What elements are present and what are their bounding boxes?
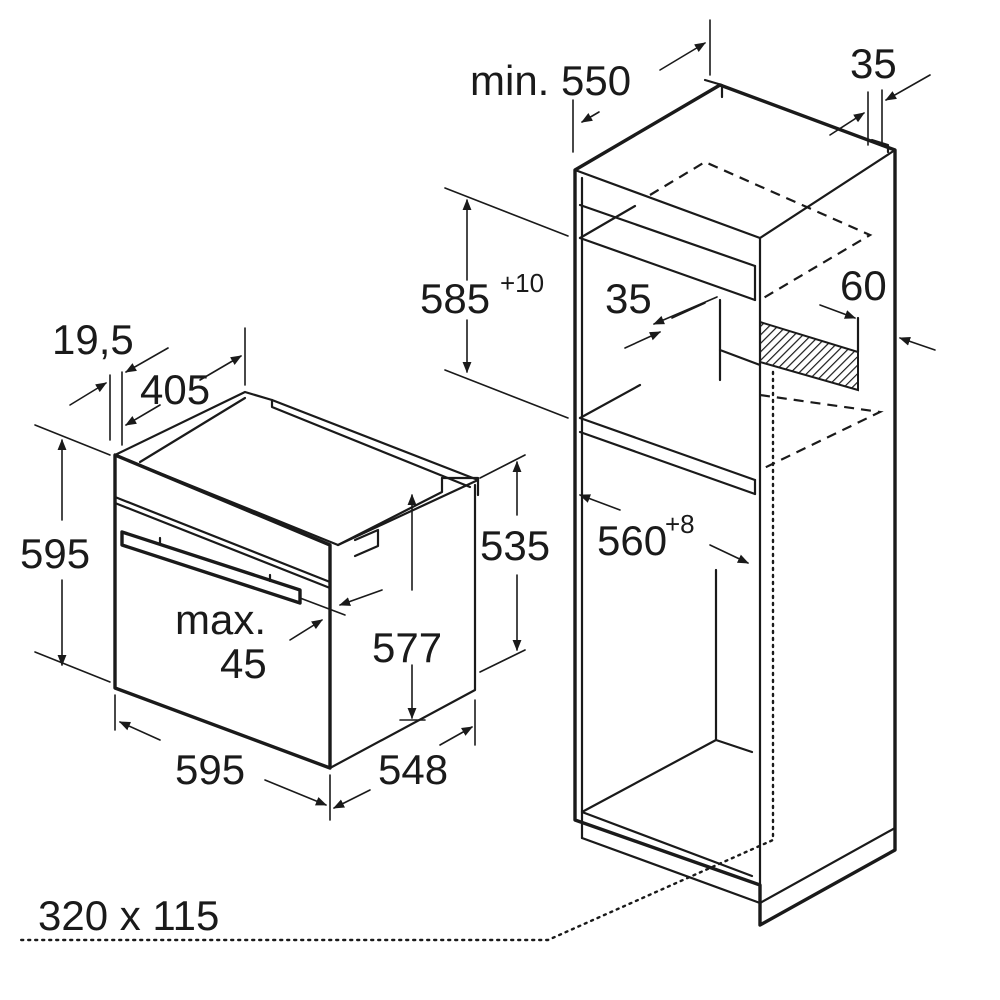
- label-top-gap: 35: [850, 40, 897, 87]
- label-top-depth: 405: [140, 366, 210, 413]
- cabinet-housing: [18, 78, 897, 942]
- label-vent-depth: 35: [605, 275, 652, 322]
- label-total-height: 595: [20, 530, 90, 577]
- oven-appliance: [113, 390, 480, 770]
- label-shelf-height-tol: +10: [500, 268, 544, 298]
- label-max-value: 45: [220, 640, 267, 687]
- label-niche-width: 560: [597, 517, 667, 564]
- label-front-width: 595: [175, 746, 245, 793]
- dimension-labels: min. 550 35 585 +10 35 60 560 +8 19,5 40…: [20, 40, 897, 939]
- label-vent-opening: 320 x 115: [38, 892, 219, 939]
- label-front-offset: 19,5: [52, 316, 134, 363]
- label-side-height: 535: [480, 522, 550, 569]
- label-body-depth: 548: [378, 746, 448, 793]
- label-niche-width-tol: +8: [665, 509, 695, 539]
- label-max: max.: [175, 596, 266, 643]
- label-side-gap: 60: [840, 262, 887, 309]
- label-min-550: min. 550: [470, 57, 631, 104]
- label-shelf-height: 585: [420, 275, 490, 322]
- dimension-lines: [34, 19, 936, 821]
- label-inner-height: 577: [372, 624, 442, 671]
